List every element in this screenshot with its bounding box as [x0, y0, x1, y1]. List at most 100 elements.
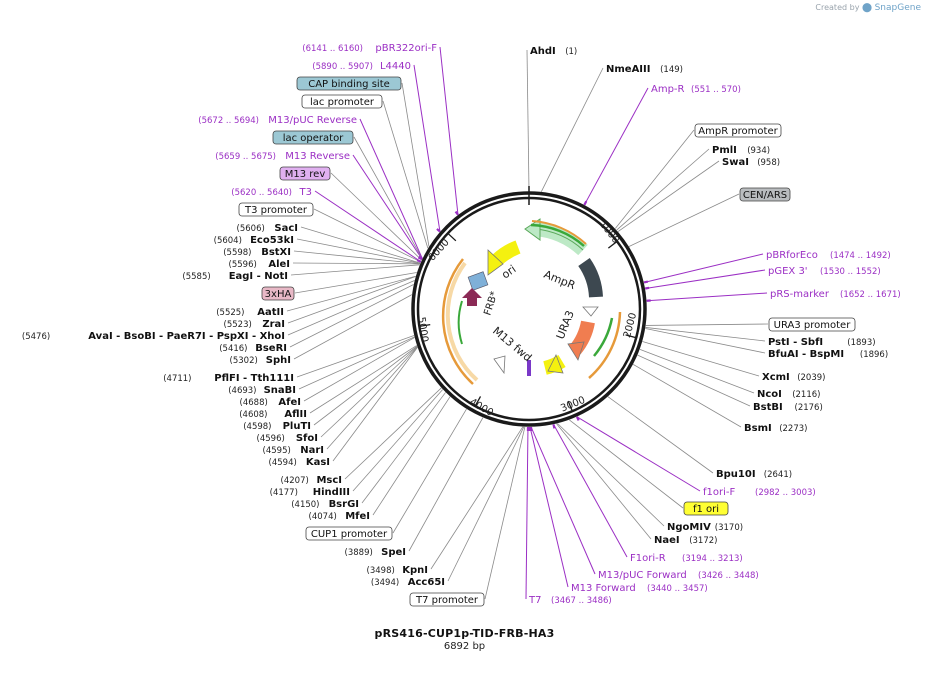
feature-box: [409, 592, 485, 607]
site-label-37[interactable]: SfoI(4596): [257, 433, 318, 444]
site-label-57[interactable]: M13 Reverse(5659 .. 5675): [215, 151, 350, 162]
site-label-0[interactable]: AhdI(1): [530, 46, 577, 57]
feature-label-10[interactable]: URA3 promoter: [768, 317, 856, 332]
primer-leader: [525, 426, 529, 600]
site-label-17[interactable]: Bpu10I(2641): [716, 469, 792, 480]
primer-leader: [583, 87, 649, 206]
site-label-23[interactable]: M13/pUC Forward(3426 .. 3448): [598, 570, 759, 581]
feature-label-54[interactable]: T3 promoter: [238, 202, 314, 217]
site-label-21[interactable]: NaeI(3172): [654, 535, 717, 546]
label-position: (4693): [228, 386, 256, 396]
site-label-45[interactable]: AvaI - BsoBI - PaeR7I - PspXI - XhoI(547…: [22, 331, 285, 342]
ura3-arrowhead: [567, 341, 585, 361]
plasmid-name: pRS416-CUP1p-TID-FRB-HA3: [374, 627, 555, 640]
site-label-1[interactable]: NmeAIII(149): [606, 64, 683, 75]
site-label-38[interactable]: PluTI(4598): [243, 421, 311, 432]
site-label-29[interactable]: SpeI(3889): [345, 547, 406, 558]
site-label-52[interactable]: Eco53kI(5604): [214, 235, 294, 246]
label-name: KasI: [306, 457, 330, 468]
feature-box: [739, 187, 791, 202]
site-leader: [526, 49, 530, 192]
site-leader: [330, 172, 422, 261]
site-label-15[interactable]: BstBI(2176): [753, 402, 823, 413]
label-position: (2641): [764, 470, 792, 480]
ampr-promoter-arc: [578, 257, 603, 298]
site-label-40[interactable]: AfeI(4688): [240, 397, 301, 408]
feature-label-19[interactable]: f1 ori: [683, 501, 729, 516]
site-label-47[interactable]: AatII(5525): [216, 307, 284, 318]
site-label-59[interactable]: M13/pUC Reverse(5672 .. 5694): [198, 115, 357, 126]
site-label-33[interactable]: HindIII(4177): [270, 487, 350, 498]
site-label-39[interactable]: AflII(4608): [239, 409, 307, 420]
site-label-46[interactable]: ZraI(5523): [224, 319, 285, 330]
site-label-14[interactable]: NcoI(2116): [757, 389, 820, 400]
ruler-label: 5000: [415, 316, 429, 343]
feature-label-61[interactable]: CAP binding site: [296, 76, 402, 91]
site-label-18[interactable]: f1ori-F(2982 .. 3003): [703, 487, 816, 498]
site-label-51[interactable]: BstXI(5598): [223, 247, 291, 258]
label-position: (5302): [230, 356, 258, 366]
site-label-24[interactable]: M13 Forward(3440 .. 3457): [571, 583, 708, 594]
site-leader: [286, 275, 416, 312]
site-label-36[interactable]: NarI(4595): [263, 445, 324, 456]
site-label-25[interactable]: T7(3467 .. 3486): [528, 595, 612, 606]
feature-label-58[interactable]: lac operator: [272, 130, 354, 145]
feature-label-60[interactable]: lac promoter: [301, 94, 383, 109]
feature-label-30[interactable]: CUP1 promoter: [305, 526, 393, 541]
label-name: M13 Forward: [571, 583, 636, 594]
site-leader: [294, 272, 417, 294]
label-position: (3172): [689, 536, 717, 546]
site-leader: [287, 280, 415, 336]
label-position: (6141 .. 6160): [302, 44, 363, 54]
site-label-42[interactable]: PflFI - Tth111I(4711): [163, 373, 294, 384]
label-position: (934): [747, 146, 770, 156]
site-label-12[interactable]: BfuAI - BspMI(1896): [768, 349, 888, 360]
site-label-27[interactable]: Acc65I(3494): [371, 577, 445, 588]
label-position: (5659 .. 5675): [215, 152, 276, 162]
site-label-16[interactable]: BsmI(2273): [744, 423, 807, 434]
site-label-4[interactable]: PmlI(934): [712, 145, 770, 156]
site-label-34[interactable]: MscI(4207): [281, 475, 342, 486]
feature-label-48[interactable]: 3xHA: [261, 286, 295, 301]
site-label-20[interactable]: NgoMIV(3170): [667, 522, 743, 533]
primer-mark: [645, 286, 650, 290]
feature-label-56[interactable]: M13 rev: [279, 166, 331, 181]
label-position: (4711): [163, 374, 191, 384]
site-leader: [617, 160, 720, 232]
site-label-11[interactable]: PstI - SbfI(1893): [768, 337, 876, 348]
ruler-tick: [419, 324, 431, 328]
site-label-55[interactable]: T3(5620 .. 5640): [231, 187, 312, 198]
site-label-9[interactable]: pRS-marker(1652 .. 1671): [770, 289, 901, 300]
label-position: (2176): [795, 403, 823, 413]
site-label-8[interactable]: pGEX 3'(1530 .. 1552): [768, 266, 881, 277]
site-leader: [540, 67, 604, 192]
label-position: (1896): [860, 350, 888, 360]
feature-label-3[interactable]: AmpR promoter: [694, 123, 782, 138]
site-label-62[interactable]: L4440(5890 .. 5907): [312, 61, 411, 72]
site-label-44[interactable]: BseRI(5416): [219, 343, 287, 354]
site-label-32[interactable]: BsrGI(4150): [291, 499, 359, 510]
primer-leader: [314, 190, 422, 263]
site-leader: [447, 426, 525, 582]
site-label-35[interactable]: KasI(4594): [269, 457, 330, 468]
site-label-22[interactable]: F1ori-R(3194 .. 3213): [630, 553, 743, 564]
site-leader: [382, 100, 429, 249]
site-label-63[interactable]: pBR322ori-F(6141 .. 6160): [302, 43, 437, 54]
site-label-2[interactable]: Amp-R(551 .. 570): [651, 84, 741, 95]
site-label-53[interactable]: SacI(5606): [237, 223, 298, 234]
site-label-50[interactable]: AleI(5596): [229, 259, 290, 270]
site-label-28[interactable]: KpnI(3498): [367, 565, 428, 576]
site-label-49[interactable]: EagI - NotI(5585): [182, 271, 288, 282]
feature-box: [238, 202, 314, 217]
site-leader: [293, 294, 413, 360]
site-leader: [645, 323, 769, 326]
site-label-43[interactable]: SphI(5302): [230, 355, 291, 366]
site-label-41[interactable]: SnaBI(4693): [228, 385, 296, 396]
site-label-7[interactable]: pBRforEco(1474 .. 1492): [766, 250, 891, 261]
site-label-31[interactable]: MfeI(4074): [309, 511, 370, 522]
site-label-13[interactable]: XcmI(2039): [762, 372, 825, 383]
feature-label-26[interactable]: T7 promoter: [409, 592, 485, 607]
feature-label-6[interactable]: CEN/ARS: [739, 187, 791, 202]
site-label-5[interactable]: SwaI(958): [722, 157, 780, 168]
orange-arc-top: [531, 220, 587, 245]
